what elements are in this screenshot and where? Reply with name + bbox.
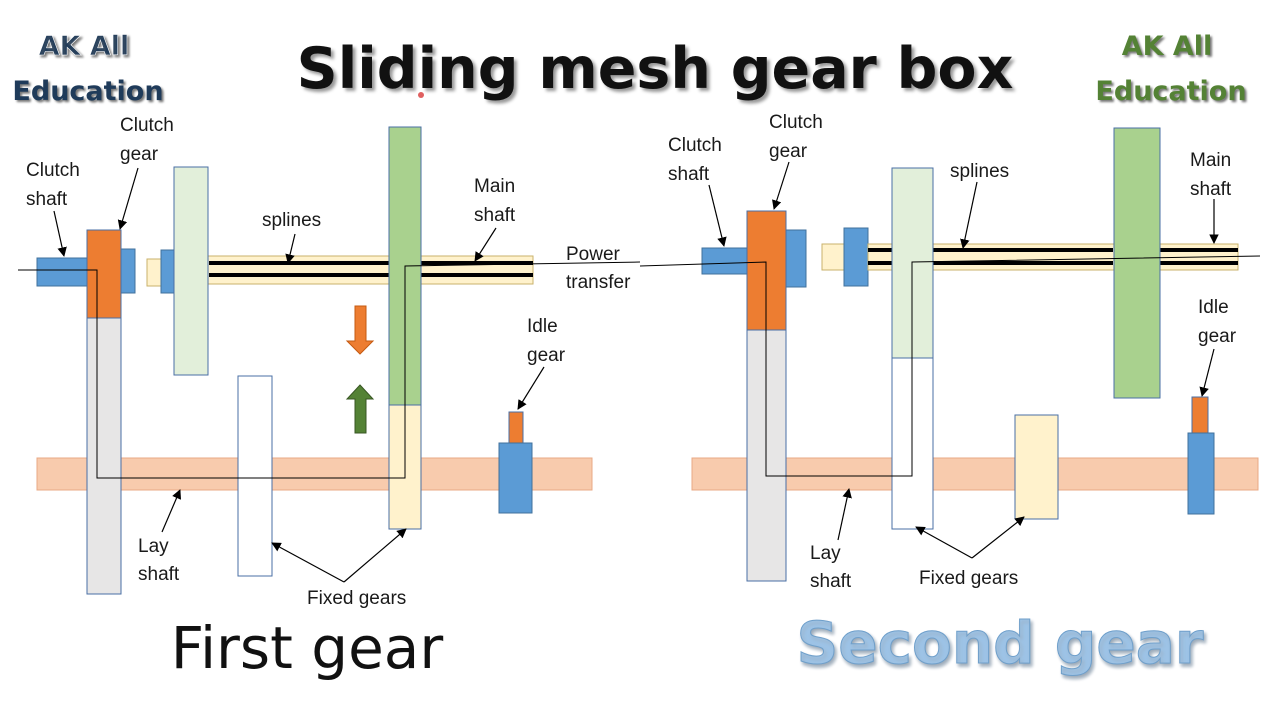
brand-left-line1: AK All bbox=[39, 31, 130, 62]
leader-lay-shaft bbox=[161, 489, 182, 533]
label-lay-shaft-2: shaft bbox=[138, 564, 180, 585]
leader-clutch-shaft bbox=[708, 184, 727, 247]
spline-stripe bbox=[421, 261, 533, 265]
label-clutch-shaft-2: shaft bbox=[26, 189, 68, 210]
caption-first-gear: First gear bbox=[171, 614, 444, 682]
main-shaft bbox=[206, 255, 534, 285]
lay-fixed-gear-first bbox=[1014, 414, 1059, 520]
label-idle-gear-2: gear bbox=[1198, 326, 1237, 347]
spline-stripe bbox=[868, 261, 892, 265]
leader-splines bbox=[960, 181, 978, 249]
first-gear-diagram: Clutch shaft Clutch gear splines Main sh… bbox=[18, 115, 641, 682]
spline-stripe bbox=[209, 273, 389, 277]
leader-fixed-gear-1 bbox=[271, 542, 345, 583]
brand-right-line1: AK All bbox=[1122, 31, 1213, 62]
leader-lay-shaft bbox=[837, 488, 852, 541]
leader-fixed-gear-1 bbox=[915, 526, 973, 559]
leader-clutch-shaft bbox=[53, 210, 67, 257]
clutch-gear bbox=[86, 229, 122, 319]
idle-gear bbox=[1187, 432, 1215, 515]
spline-stripe bbox=[209, 261, 389, 265]
leader-fixed-gear-2 bbox=[343, 528, 407, 583]
label-clutch-gear-2: gear bbox=[769, 141, 808, 162]
main-shaft-pilot bbox=[821, 243, 845, 271]
clutch-shaft-collar bbox=[120, 248, 136, 294]
idle-gear-top bbox=[1191, 396, 1209, 434]
label-splines: splines bbox=[262, 210, 321, 231]
label-clutch-gear-2: gear bbox=[120, 144, 159, 165]
arrow-up-icon bbox=[345, 384, 375, 434]
label-clutch-gear-1: Clutch bbox=[120, 115, 174, 136]
leader-clutch-gear bbox=[117, 167, 139, 230]
second-gear-diagram: Clutch shaft Clutch gear splines Main sh… bbox=[639, 112, 1261, 678]
label-lay-shaft-1: Lay bbox=[810, 543, 841, 564]
spline-stripe bbox=[1158, 261, 1238, 265]
label-idle-gear-1: Idle bbox=[527, 316, 558, 337]
arrow-down-icon bbox=[345, 305, 375, 355]
label-clutch-shaft-2: shaft bbox=[668, 164, 710, 185]
brand-right-line2: Education bbox=[1095, 76, 1246, 107]
label-clutch-shaft-1: Clutch bbox=[668, 135, 722, 156]
leader-idle-gear bbox=[517, 366, 545, 410]
spline-stripe bbox=[1158, 248, 1238, 252]
cursor-dot bbox=[418, 92, 424, 98]
label-main-shaft-2: shaft bbox=[1190, 179, 1232, 200]
spline-stripe bbox=[933, 261, 1113, 265]
label-lay-shaft-2: shaft bbox=[810, 571, 852, 592]
label-clutch-shaft-1: Clutch bbox=[26, 160, 80, 181]
label-clutch-gear-1: Clutch bbox=[769, 112, 823, 133]
main-shaft-gear-first bbox=[1113, 127, 1161, 399]
label-lay-shaft-1: Lay bbox=[138, 536, 169, 557]
label-power-transfer-2: transfer bbox=[566, 272, 631, 293]
label-fixed-gears: Fixed gears bbox=[307, 588, 406, 609]
main-shaft-bearing bbox=[843, 227, 869, 287]
leader-fixed-gear-2 bbox=[971, 516, 1025, 559]
leader-splines bbox=[285, 233, 296, 264]
brand-left: AK All Education bbox=[12, 31, 163, 107]
leader-idle-gear bbox=[1199, 348, 1215, 397]
idle-gear-top bbox=[508, 411, 524, 444]
main-shaft-gear-second bbox=[173, 166, 209, 376]
brand-right: AK All Education bbox=[1095, 31, 1246, 107]
leader-main-shaft bbox=[474, 227, 497, 262]
brand-left-line2: Education bbox=[12, 76, 163, 107]
label-idle-gear-1: Idle bbox=[1198, 297, 1229, 318]
caption-second-gear: Second gear bbox=[797, 609, 1204, 677]
idle-gear bbox=[498, 442, 533, 514]
label-power-transfer-1: Power bbox=[566, 244, 621, 265]
clutch-shaft bbox=[701, 247, 749, 275]
page-title: Sliding mesh gear box bbox=[297, 36, 1014, 102]
label-main-shaft-1: Main bbox=[1190, 150, 1231, 171]
spline-stripe bbox=[933, 248, 1113, 252]
label-idle-gear-2: gear bbox=[527, 345, 566, 366]
spline-stripe bbox=[421, 273, 533, 277]
lay-fixed-gear-second bbox=[237, 375, 273, 577]
label-main-shaft-2: shaft bbox=[474, 205, 516, 226]
label-main-shaft-1: Main bbox=[474, 176, 515, 197]
clutch-shaft bbox=[36, 257, 94, 287]
main-shaft-bearing bbox=[160, 249, 176, 294]
leader-clutch-gear bbox=[772, 161, 790, 210]
lay-gear-clutch-mesh bbox=[86, 317, 122, 595]
main-shaft-pilot bbox=[146, 258, 162, 287]
label-splines: splines bbox=[950, 161, 1009, 182]
spline-stripe bbox=[868, 248, 892, 252]
label-fixed-gears: Fixed gears bbox=[919, 568, 1018, 589]
clutch-shaft-collar bbox=[785, 229, 807, 288]
power-transfer-path bbox=[18, 261, 641, 479]
power-transfer-path bbox=[639, 255, 1261, 477]
